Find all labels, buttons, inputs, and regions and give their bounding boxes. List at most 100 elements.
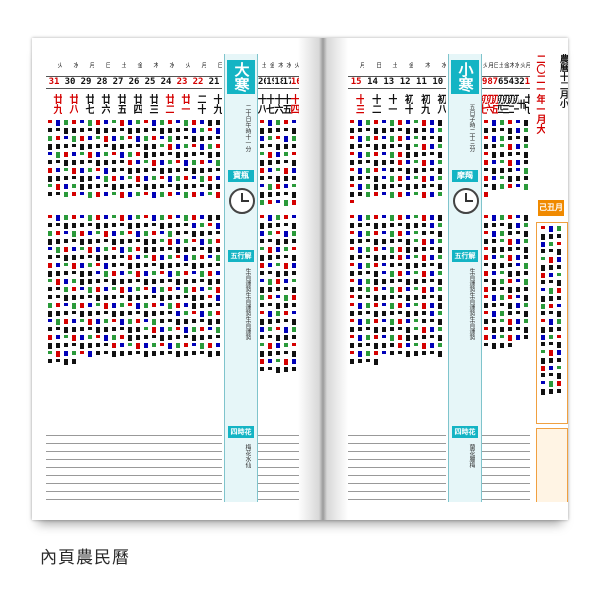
almanac-text-glyph (292, 351, 296, 357)
days-cell: 20 (258, 77, 267, 87)
almanac-text-glyph (176, 215, 180, 218)
almanac-text-glyph (406, 327, 410, 333)
almanac-text-glyph (549, 226, 553, 232)
almanac-text-glyph (358, 351, 362, 357)
almanac-text-glyph (492, 247, 496, 253)
almanac-text-glyph (200, 335, 204, 340)
almanac-text-glyph (366, 223, 370, 226)
almanac-text-glyph (382, 120, 386, 123)
almanac-text-glyph (292, 231, 296, 236)
almanac-text-glyph (120, 319, 124, 325)
almanac-text-glyph (541, 373, 545, 377)
almanac-text-glyph (524, 255, 528, 259)
almanac-text-glyph (549, 265, 553, 270)
almanac-text-glyph (374, 359, 378, 365)
almanac-text-glyph (112, 247, 116, 250)
almanac-text-glyph (260, 311, 264, 314)
almanac-text-glyph (492, 128, 496, 132)
almanac-text-glyph (350, 327, 354, 332)
almanac-text-glyph (382, 215, 386, 218)
weekdays-cell: 土 (120, 62, 126, 68)
almanac-text-glyph (160, 239, 164, 242)
almanac-text-glyph (284, 327, 288, 333)
almanac-text-glyph (524, 335, 528, 339)
almanac-text-glyph (398, 247, 402, 252)
almanac-text-glyph (208, 319, 212, 325)
days-cell: 5 (503, 77, 509, 87)
almanac-text-glyph (72, 359, 76, 364)
almanac-text-glyph (80, 184, 84, 190)
almanac-text-glyph (516, 128, 520, 133)
almanac-text-glyph (292, 335, 296, 339)
almanac-text-glyph (80, 279, 84, 285)
almanac-text-glyph (398, 295, 402, 298)
almanac-text-glyph (260, 215, 264, 218)
lunar-cell: 初十 (402, 94, 414, 114)
almanac-text-glyph (422, 327, 426, 333)
almanac-text-glyph (549, 358, 553, 363)
almanac-text-glyph (557, 381, 561, 386)
days-cell: 22 (192, 77, 204, 87)
almanac-text-glyph (268, 263, 272, 267)
almanac-text-glyph (56, 271, 60, 276)
almanac-text-glyph (56, 351, 60, 357)
almanac-text-glyph (104, 327, 108, 332)
almanac-text-glyph (48, 184, 52, 187)
almanac-text-glyph (72, 239, 76, 242)
weekdays-cell: 水 (513, 62, 520, 68)
almanac-text-glyph (276, 359, 280, 362)
almanac-text-glyph (276, 311, 280, 316)
almanac-text-glyph (292, 176, 296, 180)
almanac-text-glyph (184, 319, 188, 324)
almanac-text-glyph (358, 327, 362, 331)
almanac-text-glyph (268, 168, 272, 172)
almanac-text-glyph (192, 168, 196, 174)
almanac-text-glyph (184, 192, 188, 198)
almanac-text-glyph (216, 176, 220, 180)
almanac-text-glyph (120, 136, 124, 140)
almanac-text-glyph (406, 168, 410, 174)
almanac-text-glyph (398, 343, 402, 348)
almanac-text-glyph (414, 144, 418, 147)
almanac-text-glyph (260, 279, 264, 282)
almanac-text-glyph (430, 255, 434, 260)
almanac-text-glyph (128, 303, 132, 306)
almanac-text-glyph (200, 327, 204, 331)
almanac-text-glyph (176, 128, 180, 132)
right-term-label-fortune: 五行解運 (452, 250, 478, 262)
almanac-text-glyph (192, 279, 196, 283)
almanac-text-glyph (120, 351, 124, 356)
almanac-text-glyph (438, 247, 442, 253)
almanac-text-glyph (414, 223, 418, 228)
almanac-text-glyph (96, 327, 100, 333)
almanac-text-glyph (406, 255, 410, 259)
almanac-text-glyph (112, 351, 116, 357)
almanac-text-glyph (48, 144, 52, 150)
almanac-text-glyph (192, 160, 196, 165)
almanac-text-glyph (398, 223, 402, 226)
almanac-text-glyph (48, 271, 52, 277)
almanac-text-glyph (104, 176, 108, 182)
almanac-text-glyph (96, 247, 100, 252)
almanac-text-glyph (422, 223, 426, 227)
almanac-text-glyph (276, 271, 280, 277)
almanac-text-glyph (358, 136, 362, 142)
lunar-cell: 初一 (513, 94, 520, 114)
almanac-text-glyph (120, 311, 124, 316)
almanac-text-glyph (430, 279, 434, 282)
almanac-text-glyph (104, 319, 108, 323)
almanac-text-glyph (390, 176, 394, 182)
weekdays-cell: 木 (276, 62, 283, 68)
almanac-text-glyph (276, 295, 280, 298)
almanac-text-glyph (284, 303, 288, 308)
almanac-text-glyph (438, 136, 442, 142)
almanac-text-glyph (292, 152, 296, 155)
weekdays-cell: 日 (492, 62, 498, 68)
almanac-text-glyph (176, 223, 180, 227)
right-text-band-1 (348, 119, 446, 214)
almanac-text-glyph (80, 192, 84, 195)
almanac-text-glyph (120, 303, 124, 307)
almanac-text-glyph (358, 160, 362, 164)
almanac-text-glyph (268, 319, 272, 324)
